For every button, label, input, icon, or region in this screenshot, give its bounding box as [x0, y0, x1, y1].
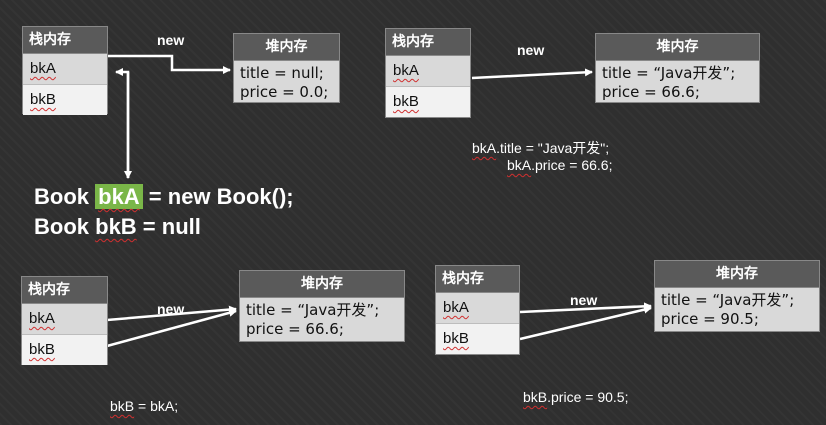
- arrow-p3-bkb-to-heap: [106, 308, 237, 348]
- new-label-1: new: [157, 32, 185, 48]
- stack-box-1: 栈内存 bkA bkB: [22, 26, 108, 115]
- heap-box-3: 堆内存 title = “Java开发”; price = 66.6;: [239, 270, 405, 342]
- new-label-4: new: [570, 292, 598, 308]
- arrow-p4-bka-to-heap: [519, 302, 652, 314]
- stack-cell-bkb: bkB: [436, 324, 519, 354]
- heap-header: 堆内存: [234, 34, 339, 61]
- stack-cell-bka: bkA: [436, 293, 519, 324]
- note-assign-price2: bkB.price = 90.5;: [523, 389, 629, 405]
- heap-header: 堆内存: [655, 261, 819, 288]
- heap-box-2: 堆内存 title = “Java开发”; price = 66.6;: [595, 33, 760, 103]
- heap-body: title = “Java开发”; price = 90.5;: [655, 288, 819, 331]
- code-line-2: Book bkB = null: [34, 214, 201, 239]
- stack-cell-bka: bkA: [23, 54, 107, 85]
- code-line-1: Book bkA = new Book();: [34, 184, 294, 209]
- stack-box-4: 栈内存 bkA bkB: [435, 265, 520, 355]
- arrow-code-to-stack-bka: [115, 68, 130, 178]
- stack-header: 栈内存: [436, 266, 519, 293]
- heap-box-1: 堆内存 title = null; price = 0.0;: [233, 33, 340, 103]
- arrow-p2-bka-to-heap: [471, 68, 593, 80]
- note-assign-title: bkA.title = "Java开发";: [472, 140, 610, 156]
- stack-cell-bka: bkA: [22, 304, 107, 335]
- arrow-p3-bka-to-heap: [106, 305, 237, 322]
- stack-cell-bkb: bkB: [22, 335, 107, 365]
- stack-box-3: 栈内存 bkA bkB: [21, 276, 108, 365]
- note-assign-price: bkA.price = 66.6;: [507, 157, 613, 173]
- heap-body: title = null; price = 0.0;: [234, 61, 339, 102]
- stack-cell-bkb: bkB: [386, 87, 470, 117]
- arrow-p4-bkb-to-heap: [519, 305, 652, 341]
- stack-cell-bkb: bkB: [23, 85, 107, 115]
- stack-header: 栈内存: [386, 29, 470, 56]
- stack-header: 栈内存: [23, 27, 107, 54]
- new-label-2: new: [517, 42, 545, 58]
- heap-body: title = “Java开发”; price = 66.6;: [596, 61, 759, 102]
- stack-header: 栈内存: [22, 277, 107, 304]
- arrow-p1-bka-to-heap: [107, 54, 231, 74]
- heap-header: 堆内存: [596, 34, 759, 61]
- stack-box-2: 栈内存 bkA bkB: [385, 28, 471, 118]
- new-label-3: new: [157, 301, 185, 317]
- heap-body: title = “Java开发”; price = 66.6;: [240, 298, 404, 341]
- heap-header: 堆内存: [240, 271, 404, 298]
- heap-box-4: 堆内存 title = “Java开发”; price = 90.5;: [654, 260, 820, 332]
- highlighted-var-bka: bkA: [95, 184, 143, 209]
- stack-cell-bka: bkA: [386, 56, 470, 87]
- note-assign-ref: bkB = bkA;: [110, 398, 179, 414]
